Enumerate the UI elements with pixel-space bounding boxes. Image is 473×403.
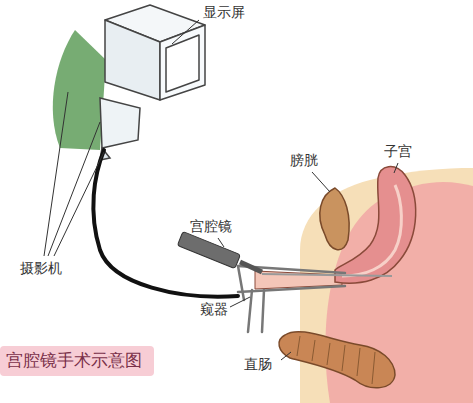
speculum-label: 窥器	[200, 301, 228, 318]
title: 宫腔镜手术示意图	[6, 350, 142, 370]
bladder-label: 膀胱	[290, 152, 318, 169]
uterine-cavity	[342, 185, 401, 276]
rectum-label: 直肠	[244, 356, 272, 373]
hysteroscope	[177, 232, 392, 276]
monitor	[105, 5, 205, 100]
rectum	[279, 332, 395, 388]
bladder	[320, 188, 349, 250]
hysteroscope-label: 宫腔镜	[190, 218, 232, 235]
camera-label: 摄影机	[20, 260, 62, 277]
curtain	[53, 30, 106, 150]
leader-lines	[44, 20, 398, 360]
uterus-label: 子宫	[384, 143, 412, 160]
monitor-label: 显示屏	[203, 4, 245, 21]
cable	[93, 150, 238, 297]
title-band	[0, 346, 154, 376]
camera	[100, 98, 140, 160]
